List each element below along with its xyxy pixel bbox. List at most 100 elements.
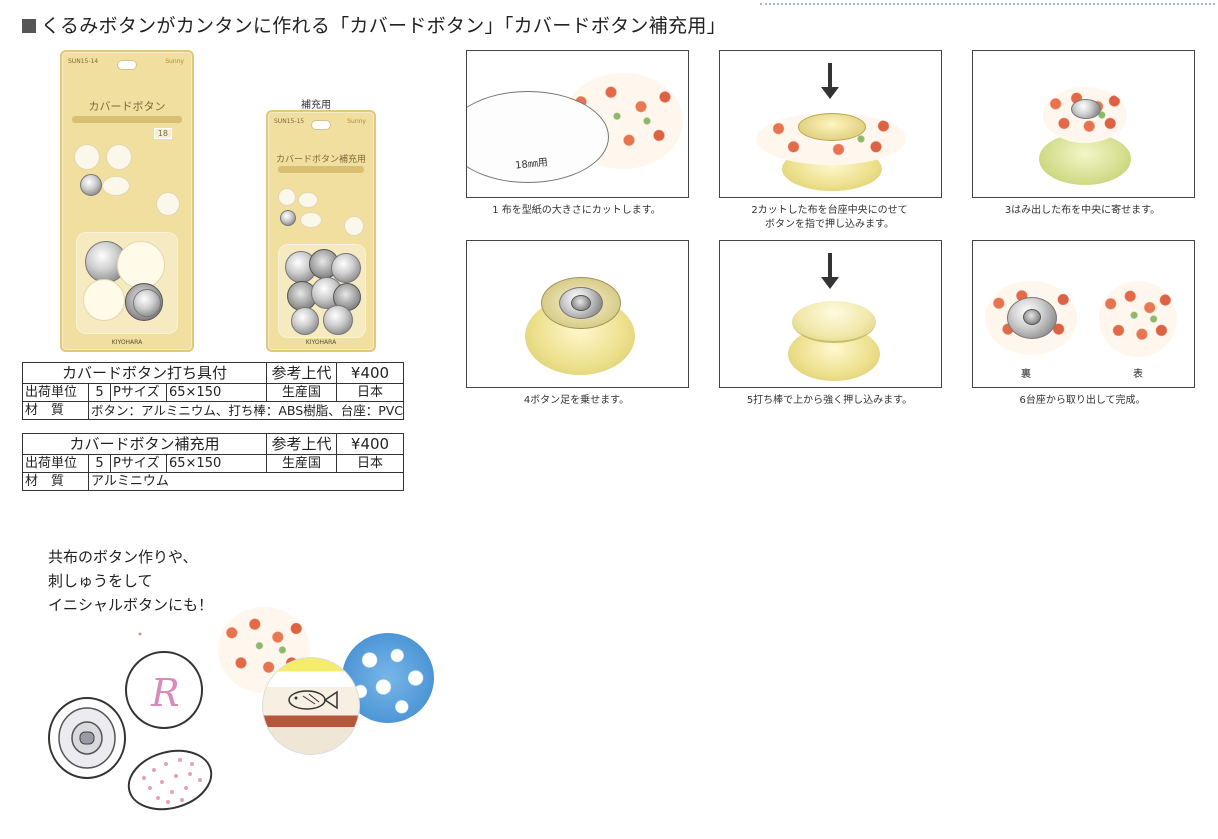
sample-disc [300, 212, 322, 228]
step-photo-2 [719, 50, 942, 198]
step-caption-5: 5打ち棒で上から強く押し込みます。 [746, 395, 913, 406]
pusher-tool [117, 241, 165, 289]
unit-label: 出荷単位 [22, 383, 89, 402]
spec-table-refill: カバードボタン補充用 参考上代 ¥400 出荷単位 5 Pサイズ 65×150 … [21, 433, 405, 491]
spec-row: 材 質 ボタン：アルミニウム、打ち棒：ABS樹脂、台座：PVC [22, 401, 405, 420]
arrow-down-icon [821, 253, 839, 289]
package-code: SUN15-14 [68, 58, 99, 65]
step-photo-1: 18㎜用 [466, 50, 689, 198]
initial-button-illustration [125, 651, 203, 729]
package-title: カバードボタン補充用 [275, 155, 366, 165]
metal-button [291, 307, 319, 335]
hang-hole [311, 120, 331, 130]
step-photo-5 [719, 240, 942, 388]
arrow-down-icon [821, 63, 839, 99]
sample-disc [156, 192, 180, 216]
promo-text: 共布のボタン作りや、 刺しゅうをして イニシャルボタンにも！ [48, 545, 213, 617]
sample-shank [80, 174, 102, 196]
dotted-button-illustration [127, 749, 213, 811]
psize-value: 65×150 [165, 383, 268, 402]
button-shell [798, 113, 866, 141]
brand-logo: Sunny [165, 58, 184, 65]
price: ¥400 [336, 433, 405, 455]
psize-label: Pサイズ [110, 383, 167, 402]
initial-letter: R [150, 671, 180, 715]
promo-line: 共布のボタン作りや、 [48, 548, 198, 566]
step-caption-3: 3はみ出した布を中央に寄せます。 [1004, 205, 1161, 216]
product-image-refill: SUN15-15 Sunny カバードボタン補充用 KIYOHARA [266, 110, 376, 352]
step-caption-4: 4ボタン足を乗せます。 [523, 395, 630, 406]
hang-hole [117, 60, 137, 70]
fish-icon [288, 690, 338, 710]
product-name: カバードボタン打ち具付 [21, 362, 268, 384]
fish-embroidery-button [262, 657, 360, 755]
step-caption-1: 1 布を型紙の大きさにカットします。 [492, 205, 661, 216]
material-label: 材 質 [22, 472, 89, 491]
origin-label: 生産国 [266, 383, 338, 402]
paper-template [467, 91, 609, 183]
psize-label: Pサイズ [110, 454, 167, 473]
refill-label: 補充用 [301, 100, 331, 111]
button-shank-illustration [79, 731, 95, 745]
promo-line: イニシャルボタンにも！ [48, 596, 214, 614]
sample-disc [106, 144, 132, 170]
blister-pack [76, 232, 178, 334]
pink-dots [142, 758, 202, 804]
brand-logo: Sunny [347, 118, 366, 125]
metal-button [331, 253, 361, 283]
price-label: 参考上代 [266, 433, 338, 455]
step-photo-3 [972, 50, 1195, 198]
button-center [1071, 99, 1101, 119]
psize-value: 65×150 [165, 454, 268, 473]
package-subtitle-bar [278, 166, 364, 173]
material-label: 材 質 [22, 401, 89, 420]
step-caption-line: 2カットした布を台座中央にのせて [751, 205, 908, 216]
origin-value: 日本 [336, 454, 405, 473]
step-photo-4 [466, 240, 689, 388]
step-caption-6: 6台座から取り出して完成。 [1019, 395, 1146, 406]
spec-row: 材 質 アルミニウム [22, 472, 405, 491]
material-value: ボタン：アルミニウム、打ち棒：ABS樹脂、台座：PVC [87, 401, 405, 420]
metal-button [133, 289, 161, 317]
sample-shank [280, 210, 296, 226]
package-size: 18 [153, 128, 172, 139]
button-shank [571, 295, 591, 311]
package-title: カバードボタン [88, 100, 166, 113]
metal-button [323, 305, 353, 335]
maker-name: KIYOHARA [305, 339, 337, 346]
origin-value: 日本 [336, 383, 405, 402]
sample-disc [278, 188, 296, 206]
step-photo-6: 裏 表 [972, 240, 1195, 388]
button-front-fabric [1099, 281, 1177, 357]
spec-row: 出荷単位 5 Pサイズ 65×150 生産国 日本 [22, 454, 405, 473]
button-illustrations: R [48, 632, 213, 811]
sample-disc [102, 176, 130, 196]
unit-value: 5 [88, 383, 111, 402]
step-caption-2: 2カットした布を台座中央にのせて ボタンを指で押し込みます。 [719, 204, 940, 232]
step-caption-line: ボタンを指で押し込みます。 [765, 219, 894, 230]
material-value: アルミニウム [87, 472, 405, 491]
page-title: くるみボタンがカンタンに作れる「カバードボタン」「カバードボタン補充用」 [22, 11, 726, 38]
spec-row: 出荷単位 5 Pサイズ 65×150 生産国 日本 [22, 383, 405, 402]
price: ¥400 [336, 362, 405, 384]
price-label: 参考上代 [266, 362, 338, 384]
product-image-kit: SUN15-14 Sunny カバードボタン 18 KIYOHARA [60, 50, 194, 352]
spec-title-row: カバードボタン打ち具付 参考上代 ¥400 [21, 362, 405, 384]
fabric-buttons-photo [218, 605, 438, 765]
decorative-dotted-line [760, 3, 1215, 7]
pusher-tool [792, 301, 876, 343]
unit-label: 出荷単位 [22, 454, 89, 473]
fabric-piece [563, 73, 683, 169]
sample-disc [298, 192, 318, 208]
back-label: 裏 [1021, 369, 1031, 380]
spec-table-kit: カバードボタン打ち具付 参考上代 ¥400 出荷単位 5 Pサイズ 65×150… [21, 362, 405, 420]
product-name: カバードボタン補充用 [21, 433, 268, 455]
maker-name: KIYOHARA [111, 339, 143, 346]
origin-label: 生産国 [266, 454, 338, 473]
promo-line: 刺しゅうをして [48, 572, 153, 590]
package-subtitle-bar [72, 116, 182, 123]
unit-value: 5 [88, 454, 111, 473]
blister-pack [278, 244, 366, 338]
spec-title-row: カバードボタン補充用 参考上代 ¥400 [21, 433, 405, 455]
button-shank [1023, 309, 1041, 325]
